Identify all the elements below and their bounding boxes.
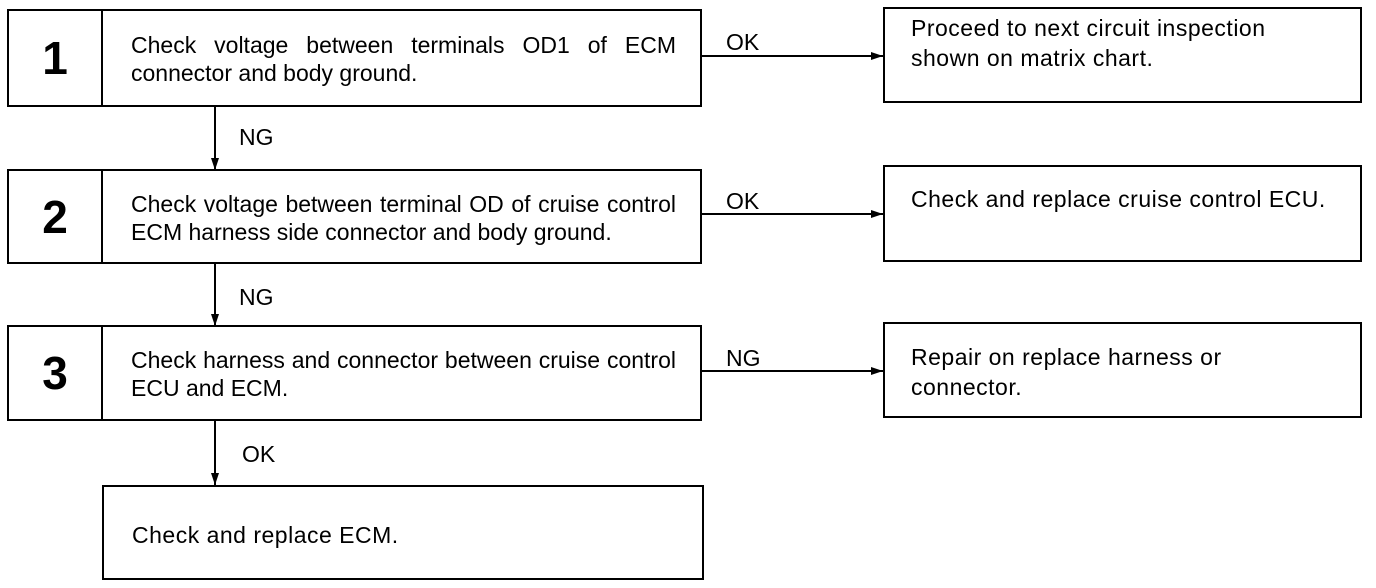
step-2-number: 2 xyxy=(9,171,103,262)
step-1-number: 1 xyxy=(9,11,103,105)
result-1-box: Proceed to next circuit inspection shown… xyxy=(883,7,1362,103)
step-1-box: 1 Check voltage between terminals OD1 of… xyxy=(7,9,702,107)
step-2-box: 2 Check voltage between terminal OD of c… xyxy=(7,169,702,264)
result-2-text: Check and replace cruise control ECU. xyxy=(911,186,1326,212)
step-2-text: Check voltage between terminal OD of cru… xyxy=(131,190,676,245)
step-3-text-wrap: Check harness and connector between crui… xyxy=(103,327,700,419)
label-step1-ng: NG xyxy=(239,124,274,150)
label-step3-ng: NG xyxy=(726,345,761,371)
result-2-box: Check and replace cruise control ECU. xyxy=(883,165,1362,262)
label-step1-ok: OK xyxy=(726,29,760,55)
result-1-text: Proceed to next circuit inspection shown… xyxy=(911,15,1266,71)
step-1-text-wrap: Check voltage between terminals OD1 of E… xyxy=(103,11,700,105)
final-box: Check and replace ECM. xyxy=(102,485,704,580)
step-2-text-wrap: Check voltage between terminal OD of cru… xyxy=(103,171,700,262)
step-3-box: 3 Check harness and connector between cr… xyxy=(7,325,702,421)
final-text: Check and replace ECM. xyxy=(132,522,399,548)
step-3-text: Check harness and connector between crui… xyxy=(131,347,676,401)
result-3-text: Repair on replace harness or connector. xyxy=(911,344,1222,400)
step-1-text: Check voltage between terminals OD1 of E… xyxy=(131,32,676,86)
label-step3-ok: OK xyxy=(242,441,276,467)
result-3-box: Repair on replace harness or connector. xyxy=(883,322,1362,418)
label-step2-ng: NG xyxy=(239,284,274,310)
label-step2-ok: OK xyxy=(726,188,760,214)
step-3-number: 3 xyxy=(9,327,103,419)
